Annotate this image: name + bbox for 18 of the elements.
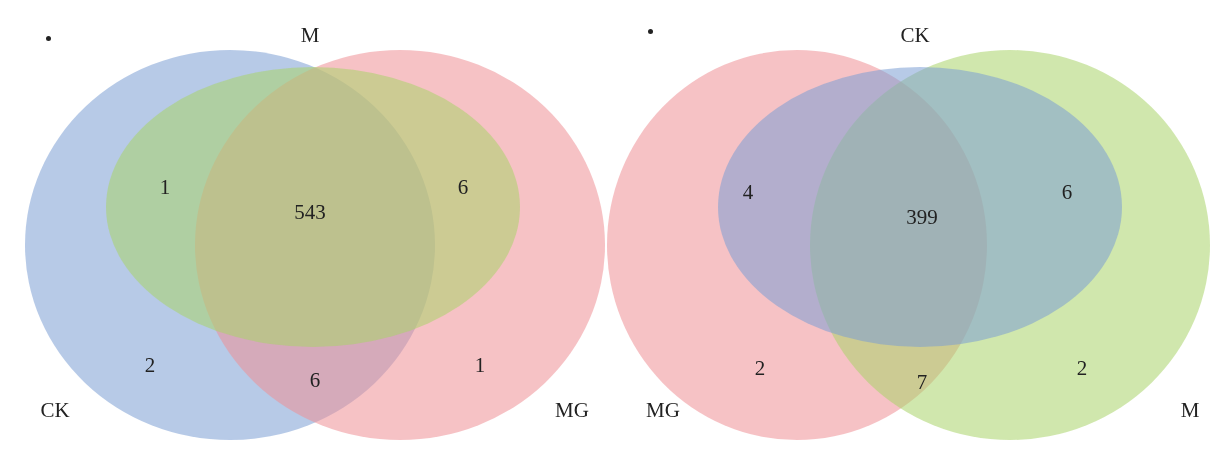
region-count: 2 [754,355,766,381]
region-count: 2 [144,352,156,378]
region-count: 543 [294,199,326,225]
set-name: MG [555,397,589,423]
region-count: 6 [457,174,469,200]
region-count: 7 [916,369,928,395]
set-name: M [300,22,320,48]
region-count: 1 [474,352,486,378]
set-name: CK [40,397,70,423]
region-count: 2 [1076,355,1088,381]
region-count: 6 [1061,179,1073,205]
set-name: M [1180,397,1200,423]
region-count: 6 [309,367,321,393]
region-count: 399 [906,204,938,230]
region-count: 4 [742,179,754,205]
region-count: 1 [159,174,171,200]
set-name: MG [646,397,680,423]
set-name: CK [900,22,930,48]
